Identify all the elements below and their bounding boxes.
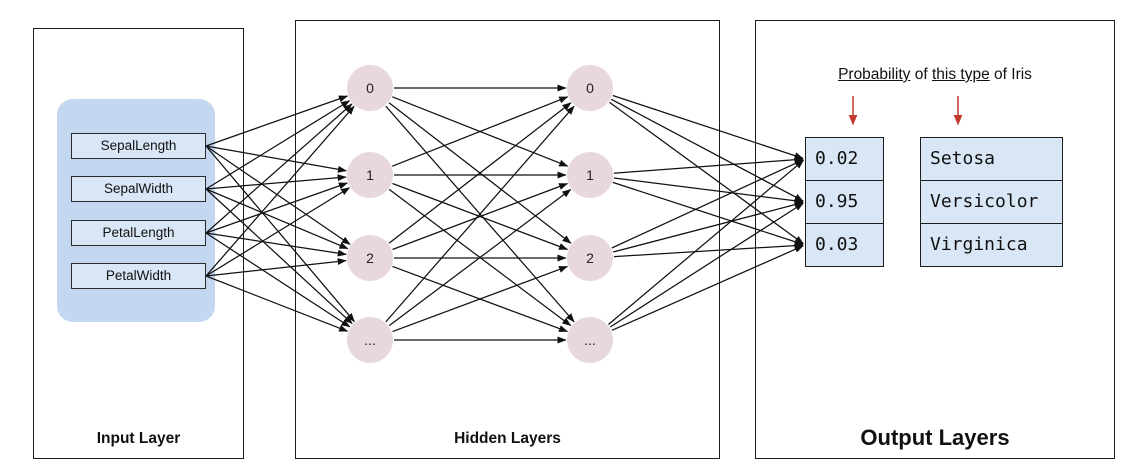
annotation-of-iris: of Iris [989, 66, 1032, 83]
probability-value-virginica: 0.03 [805, 223, 884, 267]
hidden2-node-0: 0 [567, 65, 613, 111]
input-layer-title: Input Layer [96, 430, 181, 447]
output-layers-title: Output Layers [860, 425, 1010, 450]
iris-type-setosa: Setosa [920, 137, 1063, 181]
hidden1-node-ellipsis: ... [347, 317, 393, 363]
iris-type-versicolor: Versicolor [920, 180, 1063, 224]
annotation-probability: Probability [838, 66, 911, 83]
hidden1-node-0: 0 [347, 65, 393, 111]
probability-value-versicolor: 0.95 [805, 180, 884, 224]
input-field-petalwidth: PetalWidth [71, 263, 206, 289]
annotation-of: of [910, 66, 932, 83]
output-annotation: Probability of this type of Iris [755, 66, 1115, 84]
annotation-this-type: this type [931, 66, 990, 83]
hidden2-node-2: 2 [567, 235, 613, 281]
iris-type-virginica: Virginica [920, 223, 1063, 267]
hidden2-node-ellipsis: ... [567, 317, 613, 363]
hidden2-node-1: 1 [567, 152, 613, 198]
input-field-sepalwidth: SepalWidth [71, 176, 206, 202]
probability-value-setosa: 0.02 [805, 137, 884, 181]
input-field-sepallength: SepalLength [71, 133, 206, 159]
input-field-petallength: PetalLength [71, 220, 206, 246]
hidden-layers-title: Hidden Layers [454, 430, 561, 447]
hidden1-node-1: 1 [347, 152, 393, 198]
hidden1-node-2: 2 [347, 235, 393, 281]
